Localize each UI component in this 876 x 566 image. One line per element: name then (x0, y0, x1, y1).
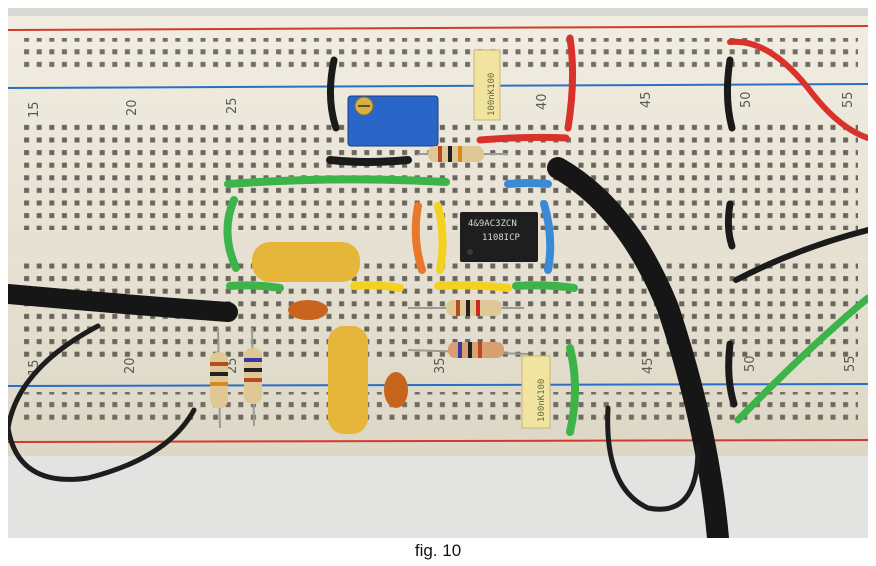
red-wire (727, 38, 868, 141)
trim-potentiometer (347, 95, 439, 147)
bottom-number: 20 (123, 357, 138, 374)
bottom-number: 50 (743, 355, 758, 372)
black-wire (724, 200, 736, 250)
ic-chip: 4&9AC3ZCN 1108ICP (460, 212, 538, 262)
black-wire (326, 156, 412, 166)
top-number: 25 (225, 97, 240, 114)
red-wire (476, 133, 570, 144)
blue-wire (504, 179, 552, 188)
green-wire (566, 344, 579, 436)
ceramic-capacitor (288, 300, 328, 320)
blue-wire (540, 200, 555, 274)
ic-marking-line2: 1108ICP (482, 233, 521, 243)
green-wire (224, 175, 450, 188)
green-wire (223, 196, 240, 272)
bottom-number: 25 (225, 357, 240, 374)
red-wire (564, 34, 577, 132)
center-channel (8, 232, 868, 256)
orange-wire (411, 202, 426, 274)
ceramic-capacitor (384, 372, 408, 408)
resistor (244, 327, 262, 427)
breadboard (8, 16, 868, 456)
top-red-rail-line (8, 25, 868, 31)
yellow-wire (434, 281, 512, 292)
bottom-number: 55 (843, 355, 858, 372)
top-number: 40 (535, 93, 550, 110)
figure-caption: fig. 10 (414, 541, 462, 560)
right-coax-cable (547, 157, 729, 538)
top-number: 15 (27, 101, 42, 118)
bottom-number: 45 (641, 357, 656, 374)
right-thin-lead (605, 405, 701, 512)
top-number: 55 (841, 91, 856, 108)
black-wire (723, 56, 736, 132)
film-capacitor-top: 100nK100 (473, 49, 501, 121)
green-wire (226, 281, 284, 292)
resistor (210, 327, 228, 429)
resistor (408, 300, 524, 316)
bottom-red-rail-line (8, 439, 868, 443)
top-number: 20 (125, 99, 140, 116)
yellow-wire (350, 281, 404, 292)
bottom-blue-rail-line (8, 383, 868, 387)
top-column-numbers: 15 20 25 40 45 50 55 (27, 91, 856, 118)
jumper-wires (223, 34, 868, 436)
resistor (418, 146, 508, 162)
left-coax-cable (8, 284, 238, 322)
bottom-column-numbers: 15 20 25 35 45 50 55 (27, 355, 858, 376)
bottom-number: 35 (433, 357, 448, 374)
black-wire (326, 56, 340, 132)
breadboard-photo: 15 20 25 40 45 50 55 15 20 25 35 45 50 5… (8, 8, 868, 538)
black-wire (733, 227, 868, 283)
black-wire (725, 340, 738, 408)
yellow-wire (434, 202, 447, 274)
top-number: 50 (739, 91, 754, 108)
ic-marking-line1: 4&9AC3ZCN (468, 219, 517, 229)
yellow-capacitor-vertical (328, 326, 368, 434)
yellow-capacitor-horizontal (252, 242, 360, 282)
left-thin-lead (8, 323, 197, 482)
film-capacitor-bottom: 100nK100 (521, 355, 551, 429)
green-wire (734, 294, 868, 424)
resistor (407, 342, 529, 358)
capacitor-label: 100nK100 (487, 73, 497, 116)
top-number: 45 (639, 91, 654, 108)
coax-cables (8, 157, 729, 538)
capacitor-label: 100nK100 (537, 379, 547, 422)
green-wire (512, 281, 578, 292)
